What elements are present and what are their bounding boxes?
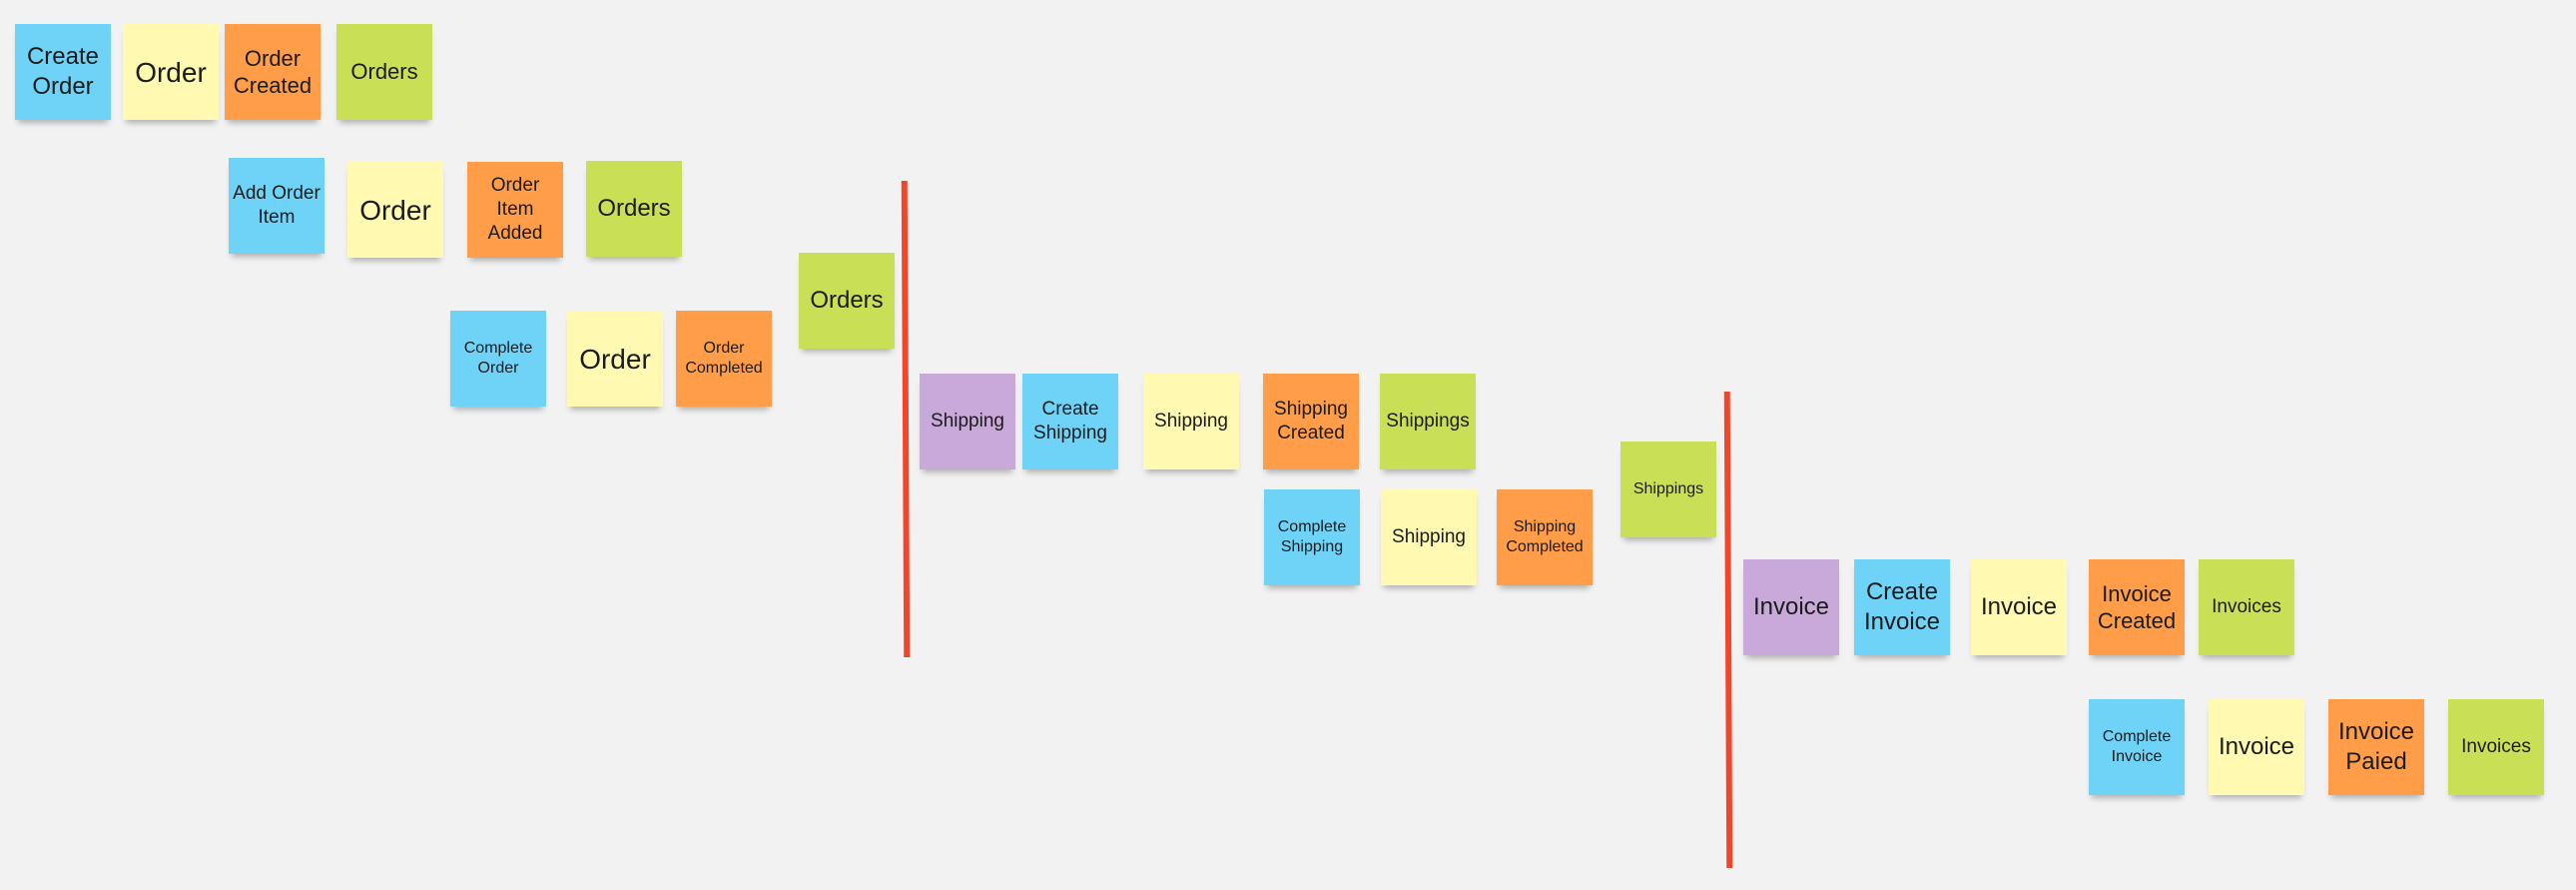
sticky-note-order-completed[interactable]: Order Completed	[676, 311, 772, 407]
sticky-note-invoice-created[interactable]: Invoice Created	[2089, 559, 2185, 655]
note-text: Orders	[350, 59, 418, 85]
note-text: Add Order Item	[233, 183, 321, 228]
sticky-note-shipping-created[interactable]: Shipping Created	[1263, 374, 1359, 469]
sticky-note-orders-readmodel[interactable]: Orders	[336, 24, 432, 120]
bounded-context-divider	[1723, 391, 1733, 869]
sticky-note-order-created[interactable]: Order Created	[225, 24, 321, 120]
sticky-note-invoices-readmodel[interactable]: Invoices	[2448, 699, 2544, 795]
sticky-note-create-invoice[interactable]: Create Invoice	[1854, 559, 1950, 655]
note-text: Invoice	[1980, 593, 2058, 620]
sticky-note-order-item-added[interactable]: Order Item Added	[467, 162, 563, 258]
note-text: Order Completed	[685, 340, 763, 377]
note-text: Shipping	[1154, 411, 1228, 433]
note-text: Shipping	[1392, 526, 1466, 548]
note-text: Shipping	[931, 411, 1004, 433]
sticky-note-add-order-item[interactable]: Add Order Item	[229, 158, 324, 254]
note-text: Shippings	[1632, 480, 1704, 497]
sticky-note-invoice-paied[interactable]: Invoice Paied	[2328, 699, 2424, 795]
sticky-note-invoice-context[interactable]: Invoice	[1743, 559, 1839, 655]
note-text: Order Created	[233, 45, 313, 99]
note-text: Shippings	[1386, 411, 1470, 433]
bounded-context-divider	[901, 180, 911, 658]
sticky-note-shipping-completed[interactable]: Shipping Completed	[1497, 489, 1593, 585]
note-text: Orders	[597, 195, 671, 222]
note-text: Order	[579, 343, 651, 375]
sticky-note-shipping-context[interactable]: Shipping	[920, 374, 1015, 469]
note-text: Order Item Added	[487, 175, 543, 244]
sticky-note-invoices-readmodel[interactable]: Invoices	[2199, 559, 2294, 655]
sticky-note-invoice-aggregate[interactable]: Invoice	[1971, 559, 2067, 655]
note-text: Invoices	[2461, 736, 2531, 758]
sticky-note-create-order[interactable]: Create Order	[15, 24, 111, 120]
note-text: Complete Shipping	[1277, 518, 1347, 555]
note-text: Complete Invoice	[2102, 728, 2172, 765]
sticky-note-complete-invoice[interactable]: Complete Invoice	[2089, 699, 2185, 795]
sticky-note-shipping-aggregate[interactable]: Shipping	[1143, 374, 1239, 469]
sticky-note-shippings-readmodel[interactable]: Shippings	[1620, 442, 1716, 537]
note-text: Complete Order	[463, 340, 533, 377]
note-text: Invoice	[1752, 593, 1830, 620]
note-text: Invoice Created	[2097, 580, 2177, 634]
note-text: Shipping Created	[1274, 399, 1348, 444]
note-text: Invoice Paied	[2337, 718, 2415, 775]
note-text: Create Order	[26, 43, 100, 100]
sticky-note-invoice-aggregate[interactable]: Invoice	[2209, 699, 2304, 795]
note-text: Invoice	[2218, 733, 2295, 760]
sticky-note-order-aggregate[interactable]: Order	[347, 162, 443, 258]
note-text: Create Shipping	[1033, 399, 1107, 444]
sticky-note-orders-readmodel[interactable]: Orders	[586, 161, 682, 257]
sticky-note-shippings-readmodel[interactable]: Shippings	[1380, 374, 1476, 469]
note-text: Invoices	[2212, 596, 2281, 618]
sticky-note-create-shipping[interactable]: Create Shipping	[1022, 374, 1118, 469]
sticky-note-order-aggregate[interactable]: Order	[567, 311, 663, 407]
sticky-note-orders-readmodel[interactable]: Orders	[799, 253, 895, 349]
note-text: Order	[135, 56, 207, 88]
note-text: Order	[359, 194, 431, 226]
note-text: Create Invoice	[1863, 578, 1941, 635]
note-text: Shipping Completed	[1506, 518, 1584, 555]
sticky-note-complete-shipping[interactable]: Complete Shipping	[1264, 489, 1360, 585]
sticky-note-complete-order[interactable]: Complete Order	[450, 311, 546, 407]
sticky-note-order-aggregate[interactable]: Order	[123, 24, 219, 120]
sticky-note-shipping-aggregate[interactable]: Shipping	[1381, 489, 1477, 585]
note-text: Orders	[810, 287, 884, 314]
